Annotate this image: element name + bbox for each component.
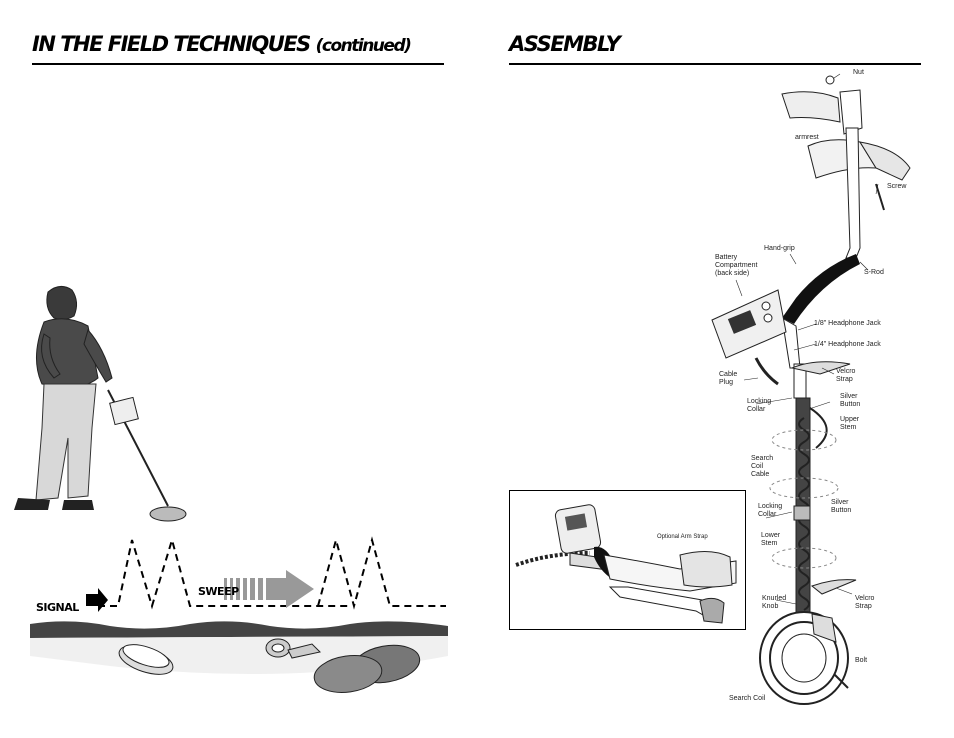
signal-diagram	[86, 536, 446, 612]
label-velcro-strap-bottom: Velcro Strap	[855, 595, 875, 610]
arm-strap-inset	[509, 490, 746, 630]
label-search-coil: Search Coil	[729, 695, 766, 702]
label-lower-stem: Lower Stem	[761, 532, 781, 547]
arm-strap-caption: Optional Arm Strap	[657, 534, 708, 540]
right-title-rule	[509, 63, 921, 65]
left-page-title: IN THE FIELD TECHNIQUES (continued)	[32, 32, 412, 56]
sweep-label: SWEEP	[198, 585, 239, 598]
right-page-title: ASSEMBLY	[509, 32, 621, 56]
label-bolt: Bolt	[855, 657, 868, 664]
label-silver-button-top: Silver Button	[840, 393, 861, 408]
bottle-cap-icon	[118, 644, 174, 675]
label-s-rod: S-Rod	[864, 269, 884, 276]
ground-cross-section	[30, 621, 448, 693]
label-search-coil-cable: Search Coil Cable	[751, 455, 774, 478]
control-box-icon	[711, 289, 787, 359]
label-screw: Screw	[887, 183, 907, 190]
label-locking-collar-top: Locking Collar	[747, 398, 772, 413]
detector-assembly-illustration	[711, 73, 911, 705]
detectorist-illustration	[14, 286, 187, 522]
left-title-rule	[32, 63, 444, 65]
left-title-main: IN THE FIELD TECHNIQUES	[32, 32, 311, 56]
label-quarter-inch-jack: 1/4" Headphone Jack	[814, 341, 881, 348]
label-upper-stem: Upper Stem	[840, 416, 860, 431]
label-nut: Nut	[853, 69, 864, 76]
search-coil-icon	[759, 611, 849, 705]
label-silver-button-bottom: Silver Button	[831, 499, 852, 514]
label-cable-plug: Cable Plug	[719, 371, 738, 386]
label-armrest: armrest	[795, 134, 819, 141]
label-locking-collar-bottom: Locking Collar	[758, 503, 783, 518]
label-hand-grip: Hand-grip	[764, 245, 795, 252]
label-knurled-knob: Knurled Knob	[762, 595, 787, 610]
nut-icon	[825, 75, 835, 85]
left-title-suffix: (continued)	[315, 36, 412, 56]
pull-tab-icon	[265, 638, 322, 659]
label-velcro-strap-top: Velcro Strap	[836, 368, 856, 383]
armrest-icon	[781, 89, 911, 181]
label-battery-compartment: Battery Compartment (back side)	[715, 254, 758, 277]
coins-icon	[313, 644, 421, 693]
label-eighth-inch-jack: 1/8" Headphone Jack	[814, 320, 881, 327]
signal-label: SIGNAL	[36, 601, 79, 614]
arm-strap-illustration	[515, 504, 737, 624]
